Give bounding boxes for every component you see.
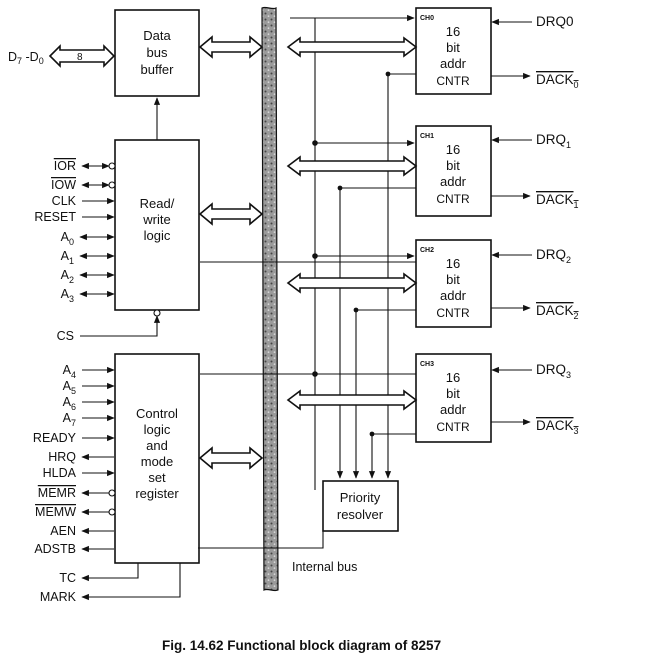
signal-a7: A7	[63, 411, 76, 428]
data-bus-buffer-line2: bus	[147, 45, 168, 60]
signal-a0: A0	[61, 230, 74, 247]
channel-1-line4: CNTR	[436, 192, 470, 206]
channel-3: CH3 16 bit addr CNTR DRQ3 DACK3	[286, 353, 579, 443]
data-bus-buffer-line1: Data	[143, 28, 171, 43]
rw-signal-lines	[79, 162, 116, 298]
signal-memr: MEMR	[38, 486, 76, 500]
signal-aen: AEN	[50, 524, 76, 538]
signal-hlda: HLDA	[43, 466, 77, 480]
control-logic-line2: logic	[144, 422, 171, 437]
channel-0: CH0 16 bit addr CNTR DRQ0 DACK0	[286, 7, 579, 95]
channel-0-line1: 16	[446, 24, 460, 39]
signal-clk: CLK	[52, 194, 77, 208]
control-logic-line6: register	[135, 486, 179, 501]
signal-a5: A5	[63, 379, 76, 396]
control-bus-arrow	[198, 446, 264, 470]
channel-1-dack: DACK1	[536, 192, 579, 210]
channel-0-line2: bit	[446, 40, 460, 55]
signal-reset: RESET	[34, 210, 76, 224]
read-write-logic-line3: logic	[144, 228, 171, 243]
signal-cs: CS	[57, 329, 74, 343]
channel-0-tag: CH0	[420, 15, 434, 22]
internal-wires	[198, 17, 416, 549]
rw-bus-arrow	[198, 202, 264, 226]
channel-1-line3: addr	[440, 174, 467, 189]
signal-tc: TC	[59, 571, 76, 585]
read-write-logic-line2: write	[142, 212, 170, 227]
signal-a4: A4	[63, 363, 76, 380]
channel-0-drq: DRQ0	[536, 14, 574, 29]
signal-hrq: HRQ	[48, 450, 76, 464]
priority-resolver-line1: Priority	[340, 490, 381, 505]
read-write-logic-line1: Read/	[140, 196, 175, 211]
channel-1-line2: bit	[446, 158, 460, 173]
channel-1-tag: CH1	[420, 133, 434, 140]
signal-adstb: ADSTB	[34, 542, 76, 556]
signal-a3: A3	[61, 287, 74, 304]
channel-2-tag: CH2	[420, 247, 434, 254]
channel-2: CH2 16 bit addr CNTR DRQ2 DACK2	[286, 239, 579, 328]
channel-3-drq: DRQ3	[536, 362, 571, 380]
signal-iow: IOW	[51, 178, 76, 192]
data-bus-width: 8	[77, 52, 83, 63]
channel-1-drq: DRQ1	[536, 132, 571, 150]
priority-resolver-line2: resolver	[337, 507, 384, 522]
control-logic-line5: set	[148, 470, 166, 485]
channel-2-line1: 16	[446, 256, 460, 271]
channel-1: CH1 16 bit addr CNTR DRQ1 DACK1	[286, 125, 579, 217]
channel-3-tag: CH3	[420, 361, 434, 368]
channel-2-drq: DRQ2	[536, 247, 571, 265]
channel-1-line1: 16	[446, 142, 460, 157]
channel-0-line3: addr	[440, 56, 467, 71]
signal-a1: A1	[61, 249, 74, 266]
signal-a6: A6	[63, 395, 76, 412]
channel-2-line2: bit	[446, 272, 460, 287]
channel-0-line4: CNTR	[436, 74, 470, 88]
buffer-bus-arrow	[198, 35, 264, 59]
signal-memw: MEMW	[35, 505, 76, 519]
signal-mark: MARK	[40, 590, 77, 604]
data-bus-label: D7 -D0	[8, 50, 44, 66]
channel-3-line2: bit	[446, 386, 460, 401]
channel-3-line3: addr	[440, 402, 467, 417]
internal-bus-label: Internal bus	[292, 560, 357, 574]
control-logic-block	[114, 353, 200, 564]
signal-ior: IOR	[54, 159, 76, 173]
data-bus-buffer-line3: buffer	[140, 62, 174, 77]
control-logic-line3: and	[146, 438, 168, 453]
data-bus-buffer-block	[114, 9, 200, 97]
channel-0-dack: DACK0	[536, 72, 579, 90]
data-bus-arrow	[48, 44, 116, 68]
signal-ready: READY	[33, 431, 77, 445]
internal-bus	[261, 6, 279, 592]
channel-2-line4: CNTR	[436, 306, 470, 320]
channel-3-line4: CNTR	[436, 420, 470, 434]
control-signal-lines	[81, 366, 181, 601]
figure-caption: Fig. 14.62 Functional block diagram of 8…	[162, 638, 441, 653]
control-logic-line4: mode	[141, 454, 174, 469]
control-logic-line1: Control	[136, 406, 178, 421]
signal-a2: A2	[61, 268, 74, 285]
channel-3-dack: DACK3	[536, 418, 579, 436]
channel-2-dack: DACK2	[536, 303, 579, 321]
priority-resolver-block	[322, 480, 399, 532]
channel-2-line3: addr	[440, 288, 467, 303]
channel-3-line1: 16	[446, 370, 460, 385]
